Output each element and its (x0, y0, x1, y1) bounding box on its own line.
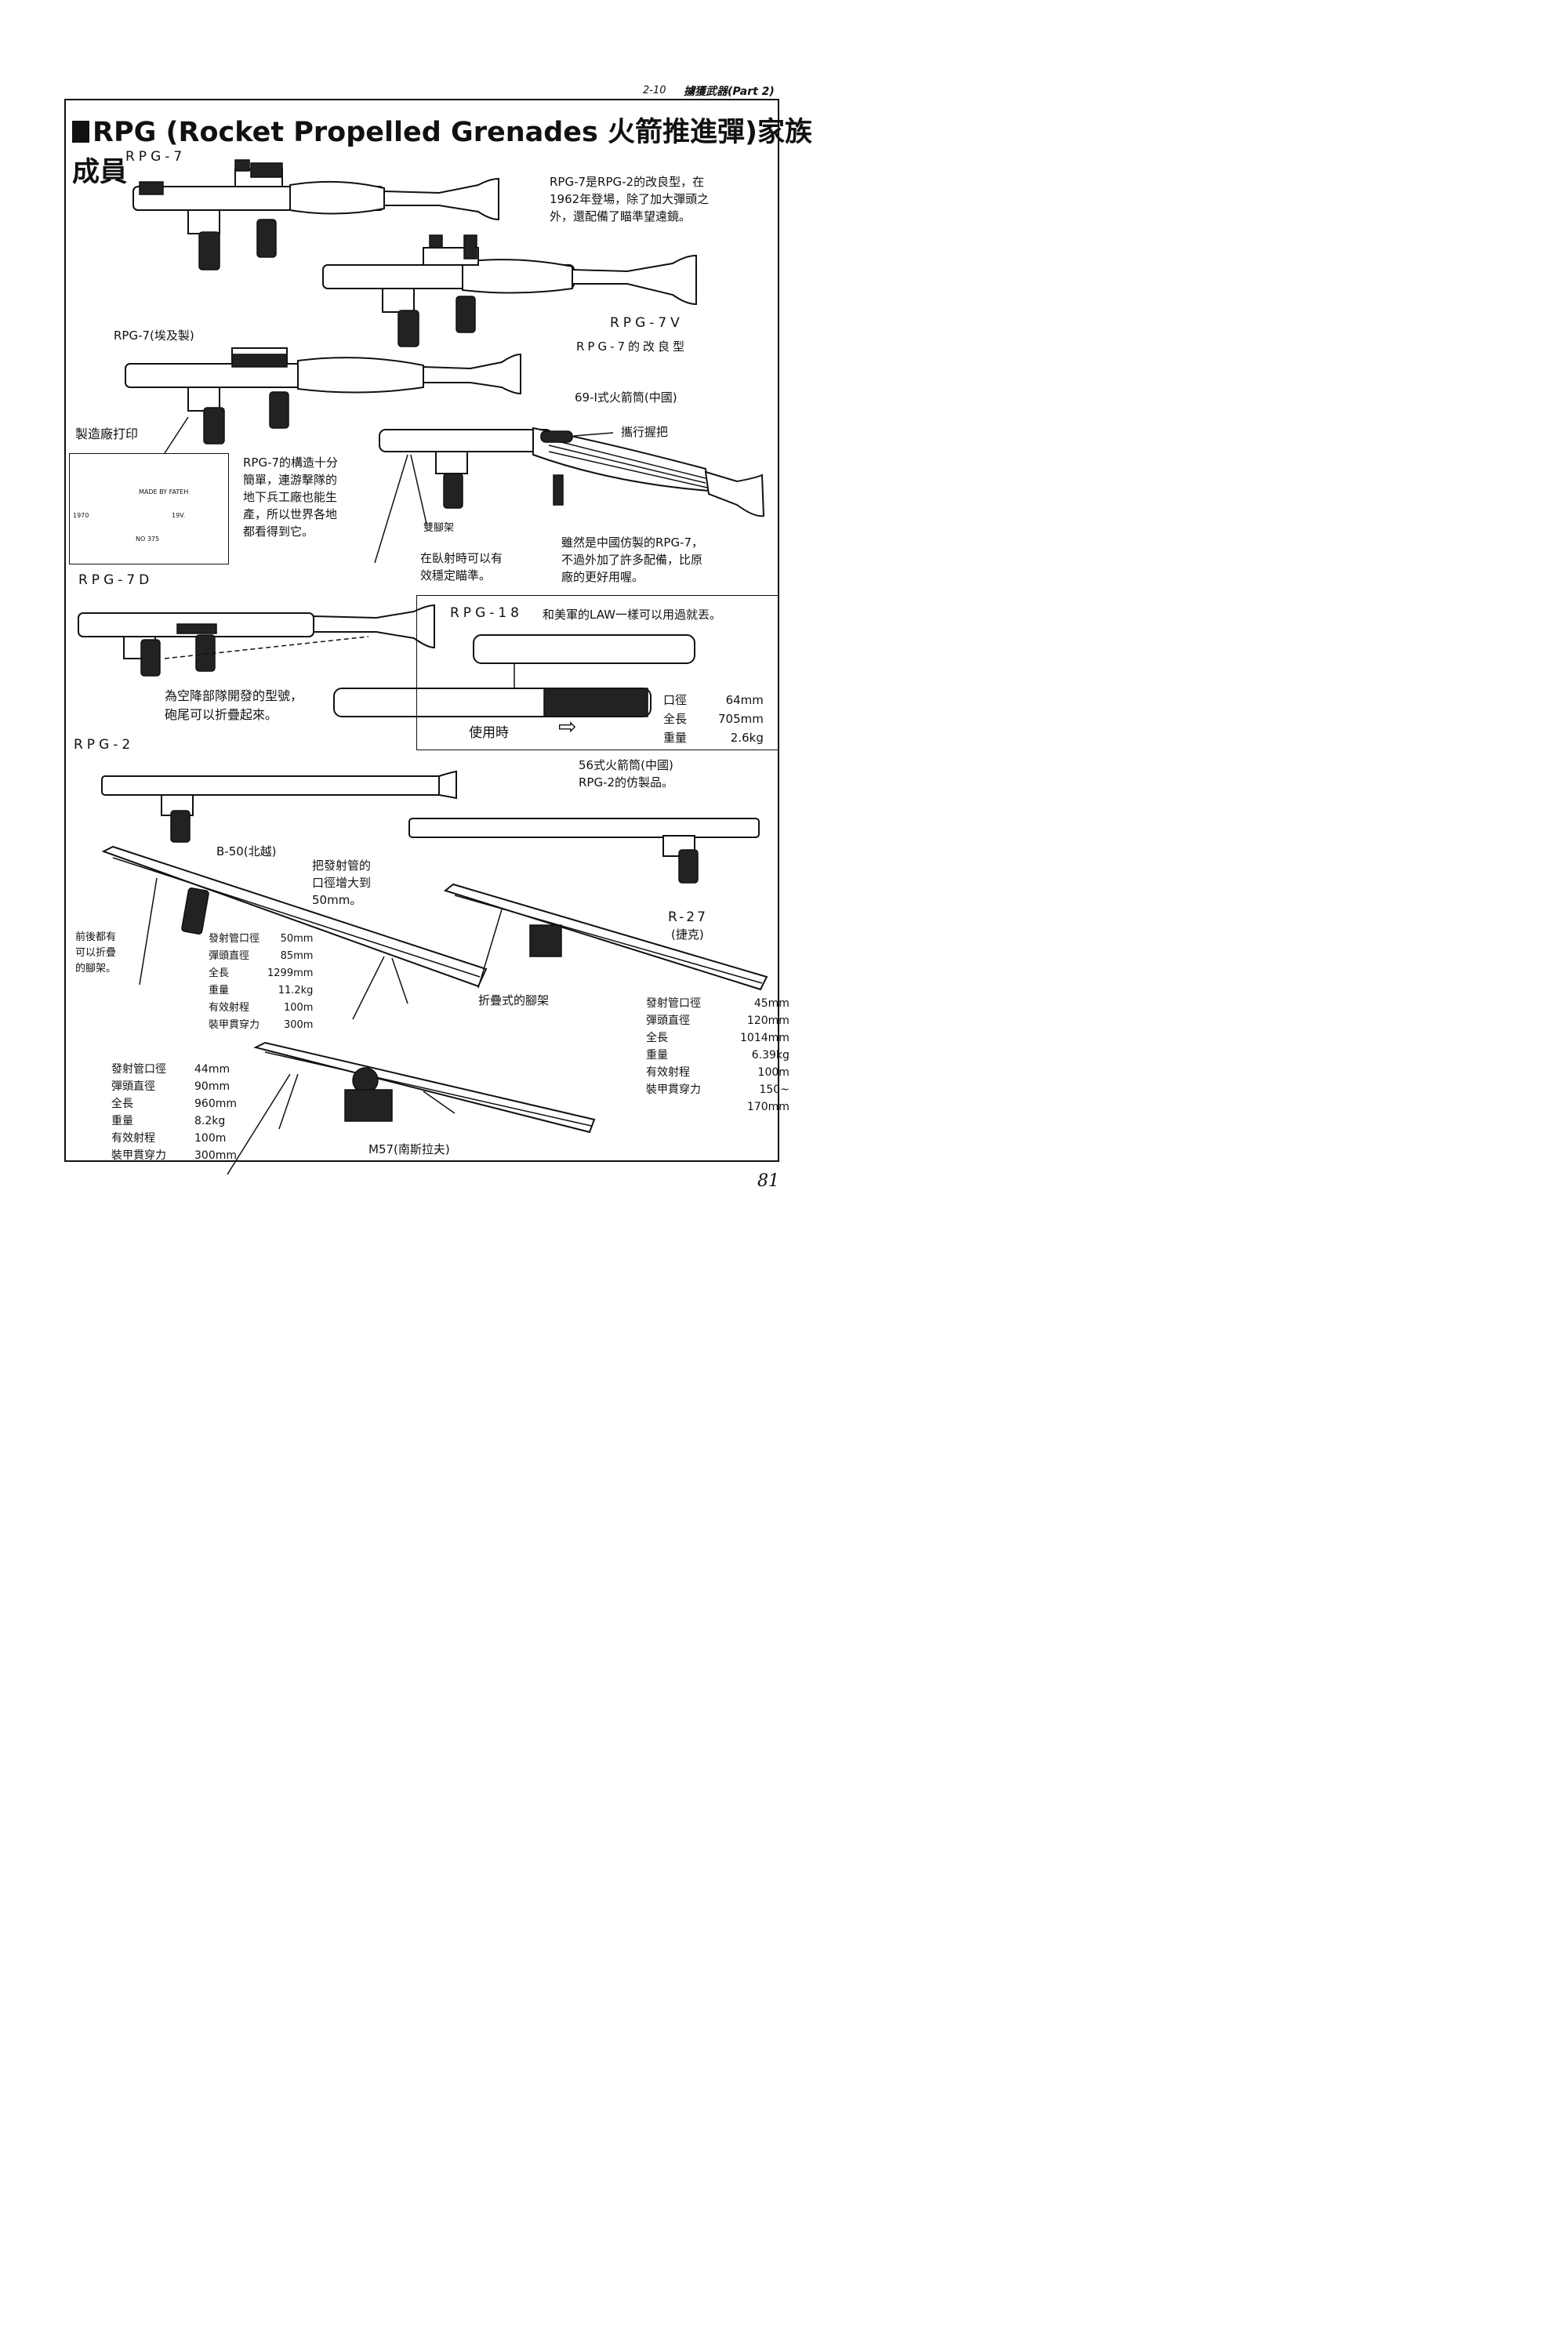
rpg2-label: RPG-2 (74, 737, 135, 753)
page-number: 81 (757, 1171, 779, 1191)
b50-desc-1: 把發射管的 (312, 858, 372, 873)
rpg18-desc: 和美軍的LAW一樣可以用過就丟。 (543, 608, 721, 622)
rpg7d-desc-2: 砲尾可以折疊起來。 (165, 707, 278, 722)
rpg7-label: RPG-7 (125, 149, 187, 165)
b50-desc-3: 50mm。 (312, 893, 362, 907)
carry-handle-label: 攜行握把 (621, 425, 669, 439)
m57-drawing (227, 1041, 596, 1175)
rpg7-desc-2: 1962年登場，除了加大彈頭之 (550, 192, 710, 206)
rpg7-egypt-desc-1: RPG-7的構造十分 (243, 456, 339, 470)
type69-label: 69-Ⅰ式火箭筒(中國) (575, 390, 677, 405)
bipod-desc-2: 效穩定瞄準。 (420, 568, 492, 583)
type69-desc-1: 雖然是中國仿製的RPG-7， (561, 535, 704, 550)
b50-bipod-note-1: 前後都有 (75, 931, 117, 943)
rpg7-egypt-desc-4: 產，所以世界各地 (243, 507, 338, 521)
rpg7-drawing (132, 159, 499, 270)
rpg7-desc-3: 外，還配備了瞄準望遠鏡。 (550, 209, 691, 223)
rpg7v-drawing (322, 234, 697, 347)
rpg7-desc-1: RPG-7是RPG-2的改良型，在 (550, 175, 705, 189)
rpg7d-desc-1: 為空降部隊開發的型號， (165, 688, 303, 703)
rpg7v-label: RPG-7V (610, 315, 684, 331)
section-number: 2-10 (643, 85, 666, 96)
folding-bipod-label: 折疊式的腳架 (478, 993, 550, 1007)
rpg7-egypt-desc-2: 簡單，連游擊隊的 (243, 473, 338, 487)
type56-drawing (408, 818, 760, 884)
factory-stamp-inset: MADE BY FATEH 1970 19V. NO 375 (69, 453, 229, 564)
right-arrow-icon: ⇨ (558, 713, 577, 739)
stamp-line-1: MADE BY FATEH (139, 488, 189, 495)
rpg7v-sub: RPG-7的改良型 (576, 339, 688, 354)
rpg7-egypt-desc-3: 地下兵工廠也能生 (243, 490, 338, 504)
page-title: RPG (Rocket Propelled Grenades 火箭推進彈)家族成… (72, 110, 827, 190)
b50-drawing (101, 845, 488, 1020)
r27-drawing (443, 883, 768, 991)
title-square-icon (72, 121, 89, 143)
rpg7-egypt-label: RPG-7(埃及製) (114, 328, 194, 343)
type56-label-2: RPG-2的仿製品。 (579, 775, 674, 789)
r27-country: (捷克) (671, 927, 704, 942)
weapon-illustrations (78, 159, 768, 1175)
type56-label-1: 56式火箭筒(中國) (579, 758, 673, 772)
b50-desc-2: 口徑增大到 (312, 876, 372, 890)
type69-desc-2: 不過外加了許多配備，比原 (561, 553, 703, 567)
page-title-text: RPG (Rocket Propelled Grenades 火箭推進彈)家族成… (72, 117, 813, 188)
rpg7d-label: RPG-7D (78, 572, 154, 588)
stamp-line-3: 19V. (172, 512, 186, 519)
rpg18-in-use: 使用時 (469, 725, 509, 741)
type69-desc-3: 廠的更好用喔。 (561, 570, 644, 584)
bipod-label: 雙腳架 (423, 522, 455, 534)
stamp-line-4: NO 375 (136, 535, 160, 543)
rpg7d-drawing (78, 604, 435, 677)
header-title: 擄獲武器(Part 2) (684, 85, 775, 98)
rpg7-egypt-desc-5: 都看得到它。 (243, 524, 314, 539)
bipod-desc-1: 在臥射時可以有 (420, 551, 503, 565)
m57-label: M57(南斯拉夫) (368, 1142, 450, 1156)
rpg18-drawing (333, 634, 695, 717)
rpg7-egypt-drawing (125, 347, 521, 454)
factory-stamp-label: 製造廠打印 (75, 426, 139, 441)
r27-label: R-27 (668, 909, 708, 925)
stamp-line-2: 1970 (73, 512, 89, 519)
rpg2-drawing (101, 770, 457, 843)
b50-bipod-note-2: 可以折疊 (75, 947, 117, 959)
rpg18-label: RPG-18 (450, 605, 524, 621)
b50-bipod-note-3: 的腳架。 (75, 963, 117, 975)
b50-label: B-50(北越) (216, 844, 277, 858)
type69-drawing (374, 426, 765, 564)
